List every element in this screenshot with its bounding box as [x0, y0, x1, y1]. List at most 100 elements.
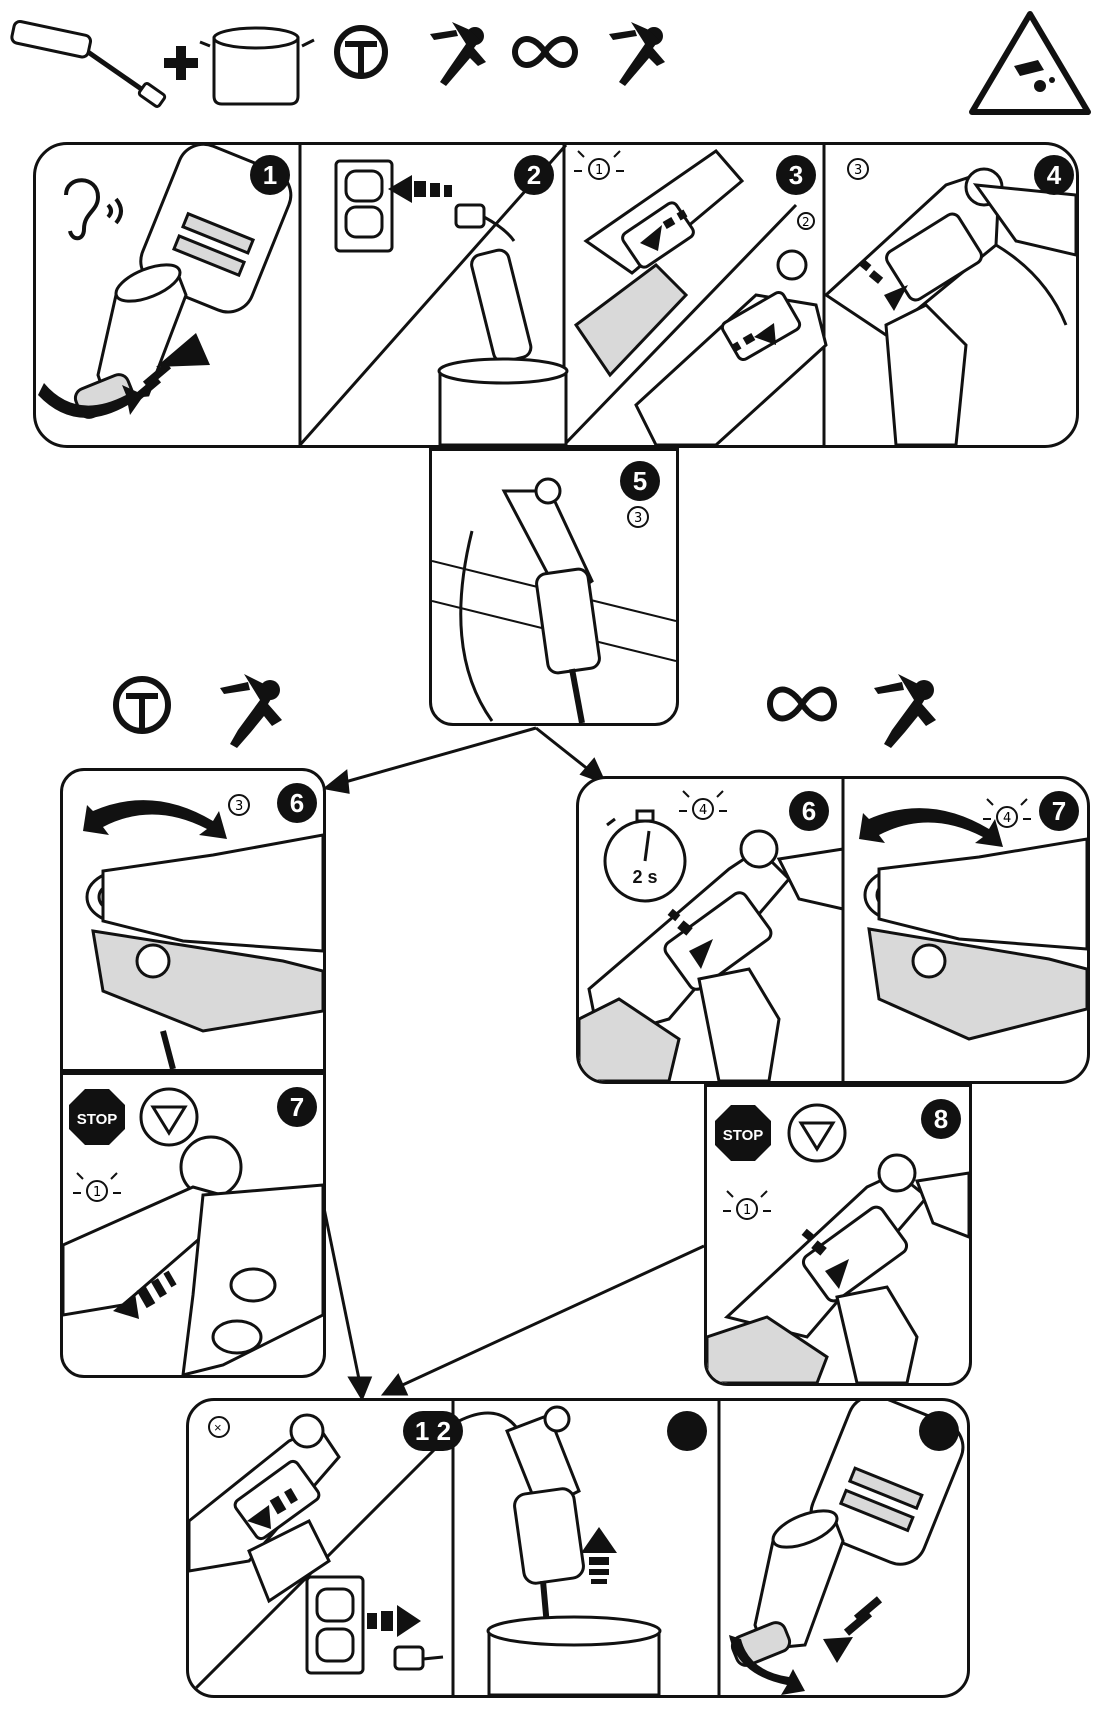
lamp-level-label: 2	[802, 215, 810, 229]
step-badge: 4	[1034, 155, 1074, 195]
hand-illustration	[884, 183, 1076, 445]
step-badge: 2	[514, 155, 554, 195]
wall-outlet-icon	[305, 1575, 365, 1675]
bottom-steps-panel: ×	[186, 1398, 970, 1698]
hand-on-handle-illustration	[707, 1153, 969, 1383]
ear-icon	[64, 178, 123, 241]
step-badge: 7	[1039, 791, 1079, 831]
lamp-icon	[679, 790, 727, 820]
rotate-arrow-icon	[729, 1635, 805, 1695]
plug-in-arrow-icon	[388, 175, 452, 203]
stop-triangle-icon	[787, 1103, 847, 1163]
lamp-icon	[723, 1190, 771, 1220]
right-steps-6-7-illustration: 2 s 4	[579, 779, 1087, 1081]
stop-triangle-icon	[139, 1087, 199, 1147]
lamp-icon	[574, 150, 624, 180]
hand-on-handle-illustration	[634, 249, 828, 445]
press-arrow-icon	[667, 908, 713, 969]
top-symbol-bar	[10, 11, 1091, 115]
lamp-icon	[797, 212, 815, 230]
timed-mode-icon	[113, 676, 171, 734]
lamp-off-icon	[208, 1416, 230, 1438]
lamp-level-label: 1	[743, 1203, 751, 1218]
stop-label: STOP	[723, 1127, 764, 1144]
step-number: 1	[414, 1416, 430, 1446]
step-badge: 6	[789, 791, 829, 831]
lamp-icon	[73, 1172, 121, 1202]
lamp-level-label: 1	[595, 163, 603, 178]
step-badge: 5	[620, 461, 660, 501]
continuous-mode-icon	[766, 686, 838, 722]
step-badge	[667, 1411, 707, 1451]
rotate-arrow-icon	[859, 808, 1003, 847]
lamp-level-label: 1	[93, 1185, 101, 1200]
pot-icon	[199, 26, 315, 106]
press-arrow-icon	[730, 323, 776, 353]
rotate-arrow-icon	[83, 800, 227, 839]
stop-sign-icon: STOP	[715, 1105, 771, 1161]
running-person-icon	[874, 674, 936, 748]
continuous-mode-icon	[511, 36, 579, 68]
left-step-7-illustration: STOP 1	[63, 1087, 323, 1375]
step-number: 2	[436, 1416, 452, 1446]
bottom-steps-illustration: ×	[189, 1401, 965, 1695]
step-5-illustration: 3	[432, 477, 676, 723]
right-step-8-panel: STOP 1	[704, 1084, 972, 1386]
rotate-arrow-icon	[38, 383, 144, 418]
step-badge: 1 2	[403, 1411, 463, 1451]
running-person-icon	[220, 674, 282, 748]
press-arrow-icon	[640, 209, 688, 251]
flow-arrow	[322, 1207, 373, 1402]
lamp-icon	[983, 798, 1031, 828]
press-arrow-icon	[858, 258, 908, 311]
flow-arrow	[322, 726, 537, 794]
immersion-blender-icon	[10, 19, 167, 108]
stop-label: STOP	[77, 1111, 118, 1128]
flow-arrow	[535, 726, 607, 785]
step-badge: 7	[277, 1087, 317, 1127]
left-step-6-illustration: 3	[83, 794, 323, 1069]
stop-sign-icon: STOP	[69, 1089, 125, 1145]
running-person-icon	[609, 22, 665, 86]
wall-outlet-icon	[334, 159, 394, 253]
unplug-arrow-icon	[367, 1605, 421, 1637]
timer-seconds-label: 2 s	[632, 867, 657, 887]
lamp-icon	[847, 158, 869, 180]
handle-illustration	[189, 1413, 341, 1604]
left-step-7-panel: STOP 1	[60, 1072, 326, 1378]
right-step-8-illustration: STOP 1	[707, 1103, 969, 1383]
lamp-level-label: 3	[235, 799, 243, 814]
lamp-level-label: 4	[699, 803, 707, 818]
lamp-level-label: 3	[634, 511, 642, 526]
running-person-icon	[430, 22, 486, 86]
right-steps-6-7-panel: 2 s 4	[576, 776, 1090, 1084]
plug-icon	[454, 203, 516, 242]
lamp-level-label: 3	[854, 163, 862, 178]
lamp-level-label: 4	[1003, 811, 1011, 826]
pull-arrow-icon	[823, 1596, 883, 1663]
step-badge: 1	[250, 155, 290, 195]
row-1-illustrations: 1 2	[38, 145, 1076, 445]
hand-on-speed-dial-illustration	[863, 837, 1087, 1041]
release-arrow-icon	[113, 1270, 177, 1319]
hand-on-speed-dial-illustration	[85, 833, 323, 1069]
hand-on-handle-illustration	[579, 829, 845, 1081]
left-step-6-panel: 3 6	[60, 768, 326, 1072]
flow-arrow	[380, 1244, 705, 1396]
blender-lift-from-pot-illustration	[458, 1405, 662, 1695]
step-row-1: 1 2	[33, 142, 1079, 448]
plus-icon	[164, 46, 198, 80]
lamp-off-label: ×	[214, 1420, 222, 1435]
step-badge: 6	[277, 783, 317, 823]
press-arrow-icon	[801, 1228, 849, 1289]
push-arrow-icon	[132, 333, 210, 402]
blending-foot-illustration	[730, 1509, 845, 1667]
hand-releasing-trigger-illustration	[63, 1135, 323, 1375]
plug-icon	[393, 1645, 444, 1671]
release-arrow-icon	[247, 1487, 298, 1529]
step-5-panel: 3 5	[429, 448, 679, 726]
step-badge: 8	[921, 1099, 961, 1139]
blending-foot-illustration	[73, 263, 188, 419]
step-badge: 3	[776, 155, 816, 195]
